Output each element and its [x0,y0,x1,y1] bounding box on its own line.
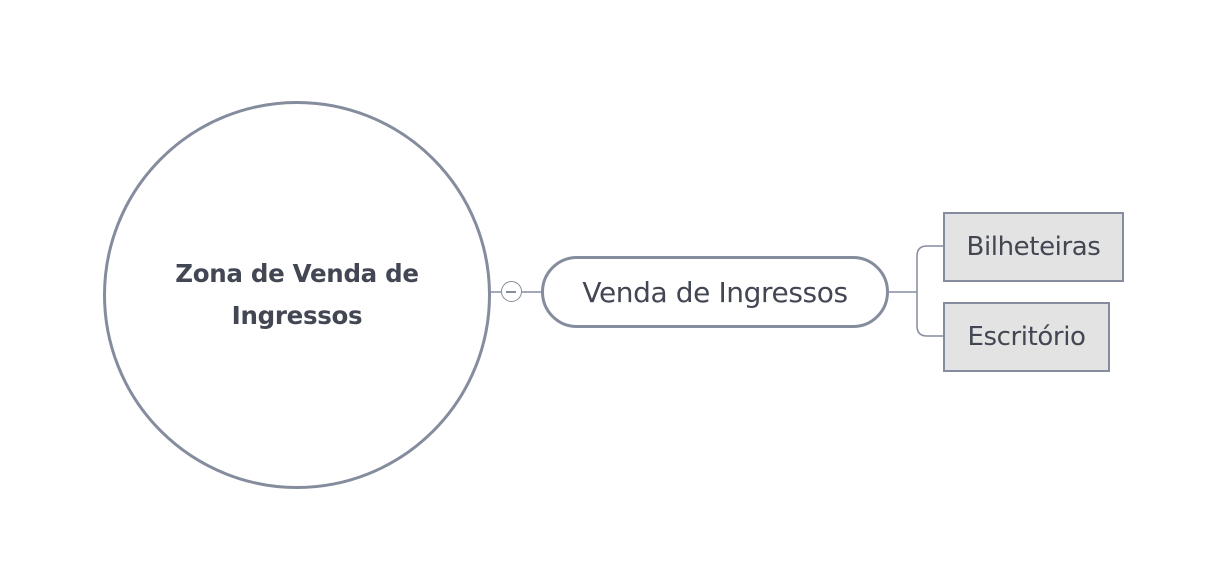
root-topic-label-line-1: Zona de Venda de [175,259,419,288]
subtopic-label: Bilheteiras [966,232,1101,262]
subtopic-label: Escritório [967,322,1086,352]
root-topic-label: Zona de Venda de Ingressos [157,253,437,337]
branch-to-bilheteiras-connector [916,245,944,292]
subtopic-node-escritorio[interactable]: Escritório [943,302,1110,372]
subtopic-node-bilheteiras[interactable]: Bilheteiras [943,212,1124,282]
branch-to-escritorio-connector [916,292,944,337]
collapse-branch-toggle[interactable] [501,281,522,302]
root-topic-label-line-2: Ingressos [231,301,363,330]
main-topic-node[interactable]: Venda de Ingressos [541,256,889,328]
main-topic-label: Venda de Ingressos [582,275,848,309]
minus-circle-icon [506,291,516,293]
root-topic-node[interactable]: Zona de Venda de Ingressos [103,101,491,489]
